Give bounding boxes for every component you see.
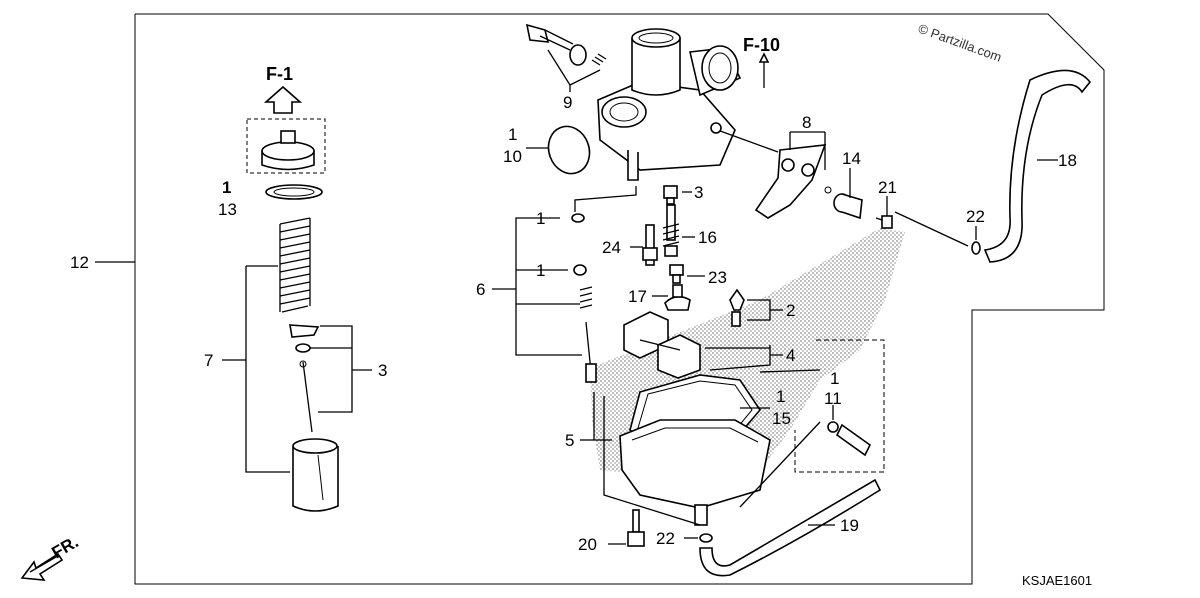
callout-19: 19 (840, 516, 859, 535)
collar-14 (833, 193, 863, 220)
callout-2: 2 (786, 301, 795, 320)
callout-4: 4 (786, 346, 795, 365)
jet-needle (302, 361, 313, 433)
needle-jet-24 (642, 224, 658, 266)
callout-7: 7 (204, 351, 213, 370)
carburetor-body (597, 28, 779, 181)
cap-dashed-box (246, 118, 326, 174)
pilot-screw-assembly (525, 23, 607, 66)
callout-1-13-qty: 1 (222, 178, 231, 197)
callout-16: 16 (698, 228, 717, 247)
callout-9: 9 (563, 93, 572, 112)
vent-hose-18 (983, 69, 1092, 263)
callout-8: 8 (802, 113, 811, 132)
slow-jet-23 (669, 264, 684, 284)
float-chamber-o-ring (547, 125, 591, 175)
washer-1a (571, 213, 585, 223)
front-arrow: FR. (20, 532, 82, 581)
callout-6: 6 (476, 280, 485, 299)
drain-screw-11 (827, 421, 872, 457)
clip-22-bottom (699, 533, 713, 543)
callout-23: 23 (708, 268, 727, 287)
diagram-code: KSJAE1601 (1022, 573, 1092, 588)
needle-clip (289, 324, 320, 338)
callout-1-10-qty: 1 (508, 125, 517, 144)
watermark: © Partzilla.com (916, 21, 1003, 65)
svg-text:© Partzilla.com: © Partzilla.com (916, 21, 1003, 65)
callout-15: 15 (772, 409, 791, 428)
callout-21: 21 (878, 178, 897, 197)
callout-10: 10 (503, 147, 522, 166)
callout-22-bottom: 22 (656, 529, 675, 548)
callout-1-centre-a: 1 (536, 209, 545, 228)
jet-holder-16 (662, 204, 680, 257)
bolt-21 (875, 215, 893, 229)
main-jet-3 (663, 185, 678, 205)
callout-22-top: 22 (966, 207, 985, 226)
cap-washer (265, 184, 323, 200)
diagram-frame (134, 13, 1105, 585)
top-cap (261, 130, 315, 171)
callout-20: 20 (578, 535, 597, 554)
throttle-piston (292, 438, 339, 512)
bolt-20 (627, 509, 645, 547)
throttle-bracket (754, 144, 827, 219)
callout-3-centre: 3 (694, 183, 703, 202)
float-chamber-5 (619, 419, 771, 526)
callout-5: 5 (565, 431, 574, 450)
float-4 (623, 311, 701, 379)
clip-22-top (971, 241, 981, 255)
callout-1-centre-b: 1 (536, 261, 545, 280)
washer-1b (573, 264, 587, 276)
float-pin-2 (729, 288, 745, 327)
callout-3-left: 3 (378, 361, 387, 380)
callout-1-float: 1 (830, 369, 839, 388)
ref-f1: F-1 (266, 64, 293, 84)
callout-11: 11 (824, 389, 842, 408)
up-arrow-icon (263, 85, 303, 114)
ref-f10: F-10 (743, 35, 780, 55)
callout-17: 17 (628, 287, 647, 306)
callout-18: 18 (1058, 151, 1077, 170)
float-valve-17 (664, 284, 691, 311)
callout-13: 13 (218, 200, 237, 219)
callout-24: 24 (602, 238, 621, 257)
throttle-spring (279, 217, 311, 313)
drain-hose-19 (699, 478, 882, 577)
needle-washer (295, 343, 311, 353)
callout-1-gasket: 1 (776, 387, 785, 406)
callout-12: 12 (70, 253, 89, 272)
air-screw-spring (579, 286, 597, 383)
callout-14: 14 (842, 149, 861, 168)
drain-dashed-box (794, 339, 885, 473)
